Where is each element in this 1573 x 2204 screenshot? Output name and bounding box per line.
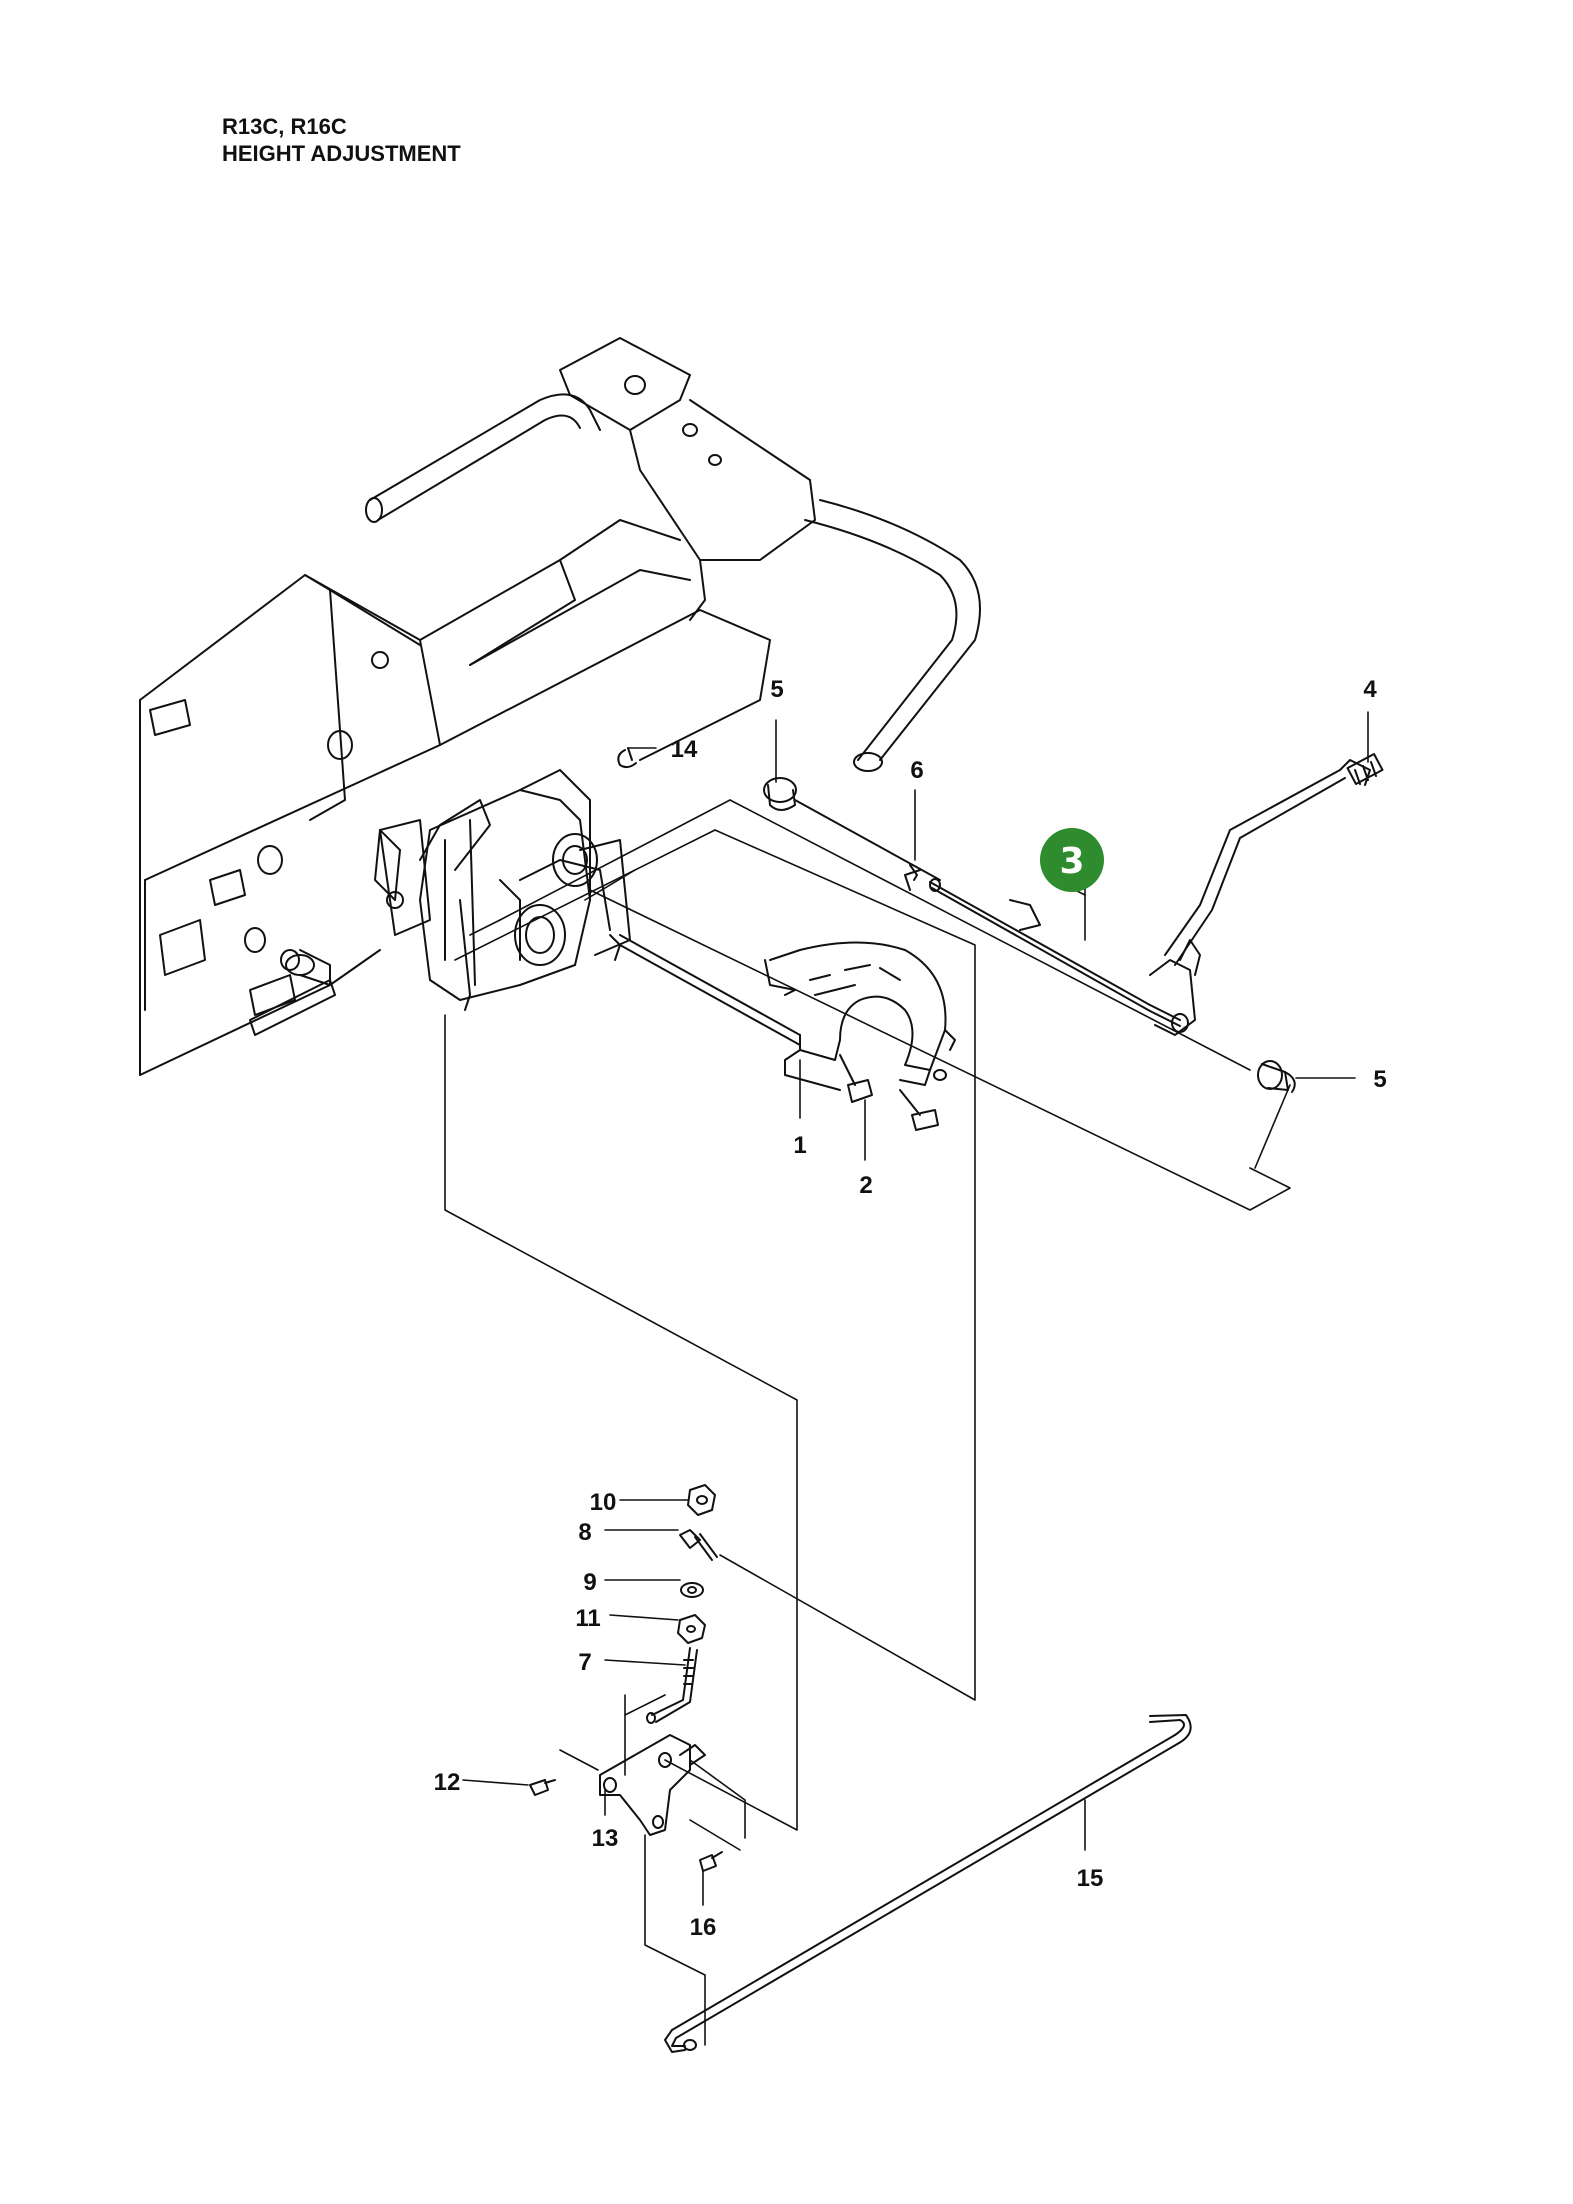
section-title: HEIGHT ADJUSTMENT (222, 141, 461, 166)
diagram-header: R13C, R16C HEIGHT ADJUSTMENT (222, 113, 461, 167)
callout-p8[interactable]: 8 (578, 1519, 591, 1546)
leader-lines (444, 711, 1369, 2046)
callout-p5-top[interactable]: 5 (770, 676, 783, 703)
sector-plate (764, 941, 956, 1091)
callout-p16[interactable]: 16 (690, 1914, 717, 1941)
callout-p7[interactable]: 7 (578, 1649, 591, 1676)
callout-p6[interactable]: 6 (910, 757, 923, 784)
chassis-frame (139, 337, 981, 1076)
height-lever-shaft (763, 753, 1384, 1036)
model-title: R13C, R16C (222, 114, 347, 139)
callout-p13[interactable]: 13 (592, 1825, 619, 1852)
bolts-part-2 (839, 1054, 947, 1131)
bushing-right (1257, 1060, 1296, 1093)
callout-p11[interactable]: 11 (575, 1605, 600, 1632)
callout-p14[interactable]: 14 (671, 736, 698, 763)
callout-p4[interactable]: 4 (1363, 676, 1377, 703)
highlight-badge-circle (1040, 828, 1104, 892)
lower-linkage (529, 1484, 1192, 2053)
callout-p9[interactable]: 9 (583, 1569, 596, 1596)
callout-p10[interactable]: 10 (590, 1489, 617, 1516)
callout-p15[interactable]: 15 (1077, 1865, 1104, 1892)
lift-shaft (619, 934, 801, 1046)
callout-p2[interactable]: 2 (859, 1172, 872, 1199)
callout-p1[interactable]: 1 (793, 1132, 806, 1159)
highlight-badge-label: 3 (1059, 841, 1084, 882)
callout-p12[interactable]: 12 (434, 1769, 461, 1796)
e-clip (617, 747, 637, 769)
lift-bracket-assembly (379, 769, 631, 1011)
part-callouts: 1 2 4 5 5 6 7 8 9 10 11 12 13 14 15 16 (434, 676, 1387, 1941)
callout-p5-right[interactable]: 5 (1373, 1066, 1386, 1093)
highlight-badge[interactable]: 3 (1040, 828, 1104, 892)
